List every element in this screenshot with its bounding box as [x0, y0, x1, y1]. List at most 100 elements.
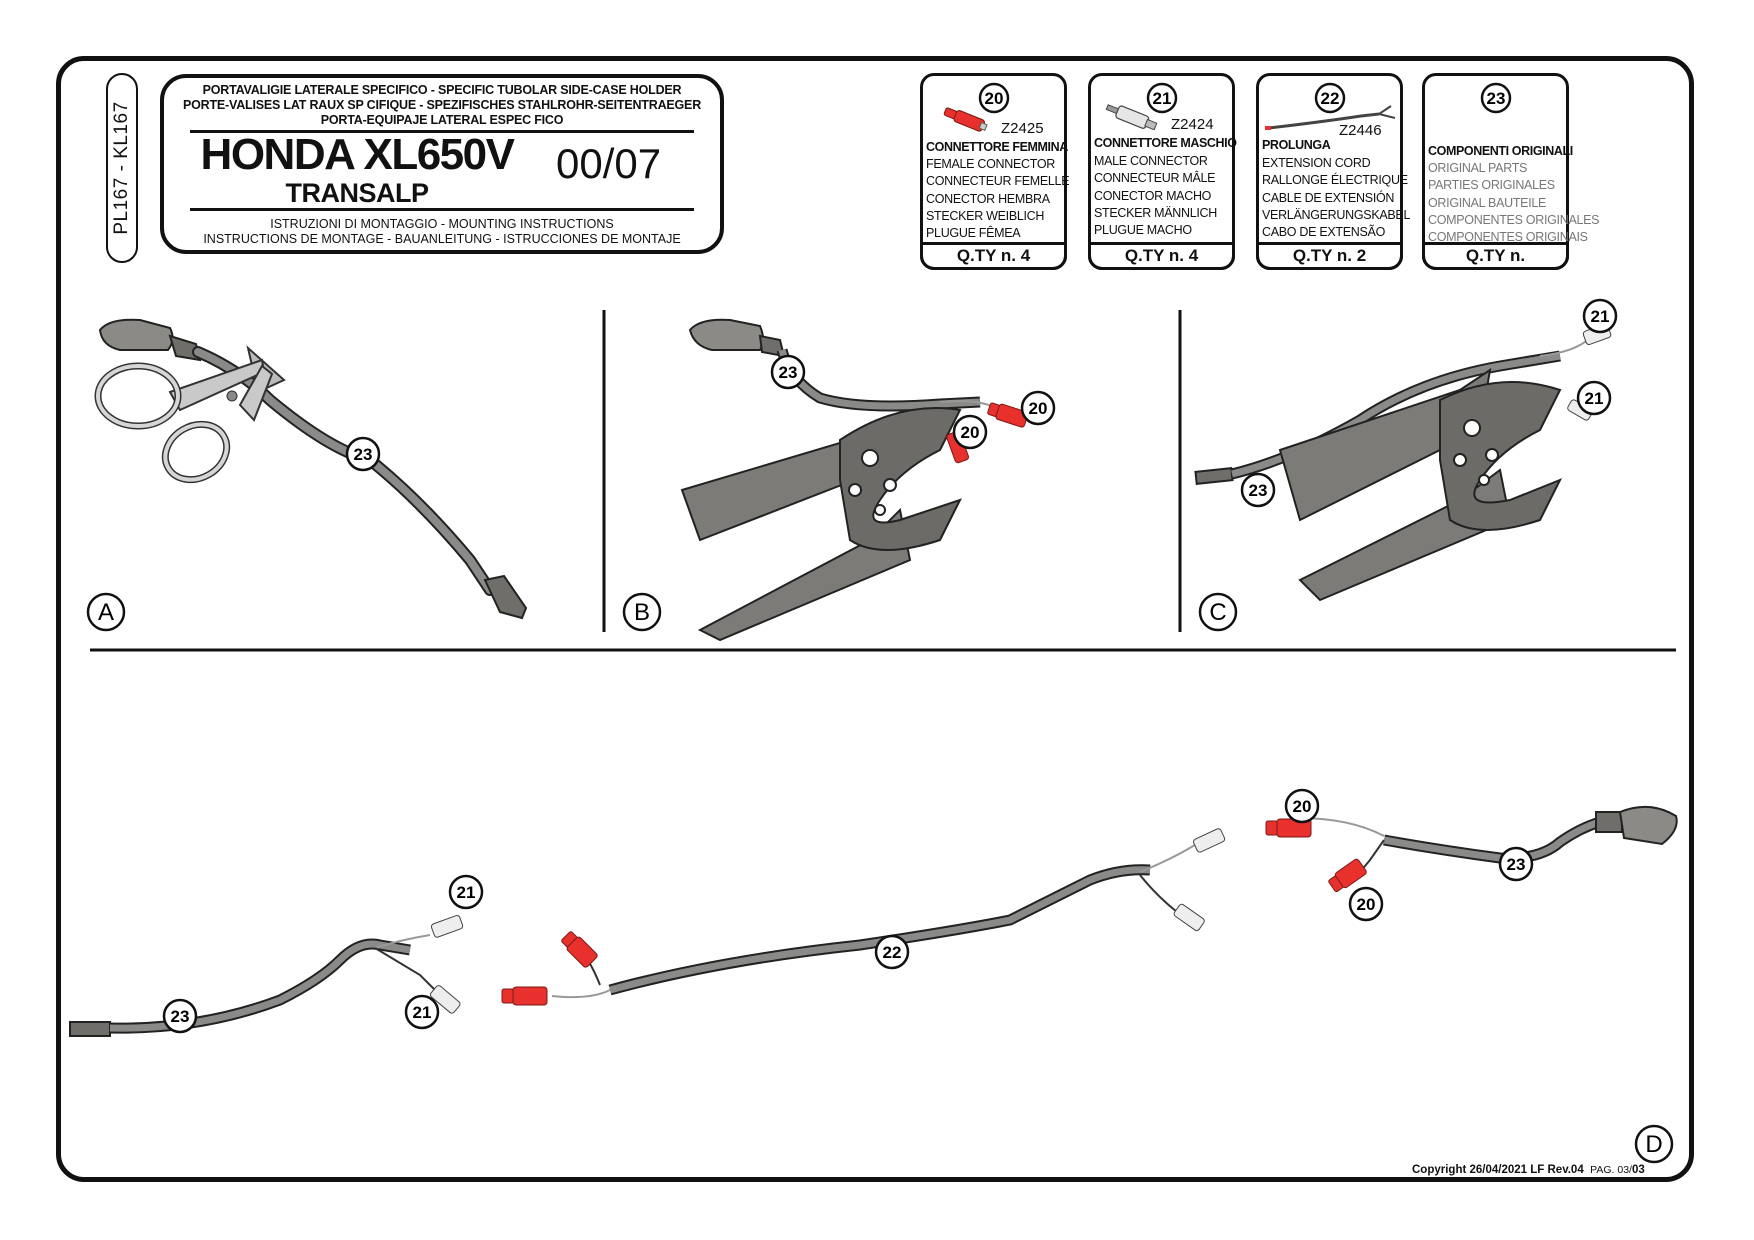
part-translation: CONECTOR MACHO	[1094, 188, 1212, 203]
male-connector-icon	[1105, 104, 1158, 131]
step-a-illustration: 23 A	[86, 318, 528, 632]
model-submodel: TRANSALP	[285, 178, 430, 208]
svg-text:A: A	[98, 599, 114, 626]
svg-text:22: 22	[1320, 89, 1339, 108]
svg-text:21: 21	[413, 1003, 432, 1022]
part-code: Z2424	[1171, 116, 1214, 133]
title-rule-top	[190, 130, 694, 133]
part-translations: FEMALE CONNECTOR CONNECTEUR FEMELLE CONE…	[926, 156, 1070, 242]
part-translations: MALE CONNECTOR CONNECTEUR MÂLE CONECTOR …	[1094, 153, 1217, 239]
callout-21: 21	[404, 994, 440, 1030]
part-quantity: Q.TY n.	[1422, 242, 1569, 270]
callout-21: 21	[1576, 380, 1612, 416]
indicator-light-icon	[1618, 805, 1678, 846]
svg-text:21: 21	[457, 883, 476, 902]
female-connector-icon	[943, 107, 988, 132]
part-card-21: 21 Z2424 CONNETTORE MASCHIO MALE CONNECT…	[1088, 73, 1237, 270]
part-translation: FEMALE CONNECTOR	[926, 157, 1056, 171]
part-code: Z2425	[1001, 120, 1044, 137]
svg-text:20: 20	[1357, 895, 1376, 914]
crimping-pliers-icon	[1278, 367, 1563, 602]
original-cable	[194, 348, 494, 594]
part-name: CONNETTORE MASCHIO	[1094, 136, 1237, 150]
part-translation: VERLÄNGERUNGSKABEL	[1262, 207, 1411, 222]
scissors-icon	[94, 345, 286, 484]
svg-text:20: 20	[961, 423, 980, 442]
part-translation: CONNECTEUR FEMELLE	[926, 174, 1070, 189]
callout-23: 23	[345, 436, 381, 472]
step-c-illustration: 21 21 23 C	[1194, 298, 1618, 632]
part-translation: COMPONENTES ORIGINAIS	[1428, 230, 1588, 245]
callout-21: 21	[1582, 298, 1618, 334]
svg-text:B: B	[634, 599, 650, 626]
part-translation: RALLONGE ÉLECTRIQUE	[1262, 173, 1408, 188]
step-d-illustration: 21 21 23 22 20 20 23 D	[69, 788, 1678, 1164]
title-header-line-1: PORTAVALIGIE LATERALE SPECIFICO - SPECIF…	[202, 83, 682, 97]
page-total: 03	[1631, 1164, 1645, 1176]
callout-20: 20	[1348, 886, 1384, 922]
indicator-light-icon	[98, 318, 174, 351]
part-translation: ORIGINAL BAUTEILE	[1428, 195, 1547, 210]
part-number-badge: 21	[1146, 82, 1177, 114]
page-prefix: PAG. 03/	[1590, 1164, 1632, 1176]
part-translation: CABLE DE EXTENSIÓN	[1262, 190, 1395, 205]
part-translations: ORIGINAL PARTS PARTIES ORIGINALES ORIGIN…	[1428, 160, 1600, 246]
male-connector-icon	[430, 914, 464, 938]
instructions-line-1: ISTRUZIONI DI MONTAGGIO - MOUNTING INSTR…	[270, 217, 614, 231]
original-cable	[1231, 352, 1561, 478]
model-name: HONDA XL650V	[200, 130, 515, 179]
part-translation: CONECTOR HEMBRA	[926, 191, 1050, 206]
callout-20: 20	[952, 414, 988, 450]
svg-text:21: 21	[1152, 89, 1171, 108]
part-number-badge: 23	[1480, 82, 1511, 114]
title-block: PORTAVALIGIE LATERALE SPECIFICO - SPECIF…	[160, 74, 724, 254]
part-translation: PLUGUE MACHO	[1094, 223, 1192, 238]
svg-text:20: 20	[984, 89, 1003, 108]
part-name: CONNETTORE FEMMINA	[926, 140, 1068, 154]
crimping-pliers-icon	[680, 407, 962, 642]
title-header-line-3: PORTA-EQUIPAJE LATERAL ESPEC FICO	[320, 113, 564, 127]
svg-text:C: C	[1209, 599, 1226, 626]
svg-text:22: 22	[883, 943, 902, 962]
female-connector-icon	[501, 986, 548, 1006]
copyright-footer: Copyright 26/04/2021 LF Rev.04 PAG. 03/0…	[1412, 1164, 1645, 1176]
part-translations: EXTENSION CORD RALLONGE ÉLECTRIQUE CABLE…	[1262, 155, 1410, 241]
callout-23: 23	[770, 354, 806, 390]
svg-text:20: 20	[1029, 399, 1048, 418]
svg-text:21: 21	[1585, 389, 1604, 408]
male-connector-icon	[429, 985, 461, 1014]
male-connector-icon	[1173, 903, 1205, 932]
svg-text:23: 23	[779, 363, 798, 382]
svg-text:23: 23	[1486, 89, 1505, 108]
callout-20: 20	[1284, 788, 1320, 824]
part-code: Z2446	[1339, 122, 1382, 139]
part-translation: STECKER WEIBLICH	[926, 208, 1045, 223]
female-connector-icon	[1328, 858, 1367, 893]
callout-20: 20	[1020, 390, 1056, 426]
callout-23: 23	[1240, 472, 1276, 508]
part-translation: PLUGUE FÊMEA	[926, 226, 1021, 241]
extension-cord-icon	[1265, 105, 1396, 130]
part-number-badge: 22	[1314, 82, 1345, 114]
indicator-light-icon	[688, 318, 764, 351]
callout-22: 22	[874, 934, 910, 970]
svg-text:23: 23	[1507, 855, 1526, 874]
part-translation: PARTIES ORIGINALES	[1428, 178, 1555, 193]
svg-text:23: 23	[1249, 481, 1268, 500]
svg-text:23: 23	[171, 1007, 190, 1026]
part-card-20: 20 Z2425 CONNETTORE FEMMINA FEMALE CONNE…	[920, 73, 1070, 270]
svg-text:23: 23	[354, 445, 373, 464]
part-card-23: 23 COMPONENTI ORIGINALI ORIGINAL PARTS P…	[1422, 73, 1600, 270]
page-frame	[56, 56, 1694, 1182]
extension-cord	[609, 866, 1151, 994]
step-b-illustration: 23 20 20 B	[622, 318, 1056, 642]
model-years: 00/07	[556, 140, 662, 187]
callout-23: 23	[1498, 846, 1534, 882]
original-cable-left	[109, 940, 411, 1032]
female-connector-icon	[561, 931, 598, 968]
part-card-22: 22 Z2446 PROLUNGA EXTENSION CORD RALLONG…	[1256, 73, 1410, 270]
part-translation: CONNECTEUR MÂLE	[1094, 171, 1216, 186]
part-translation: COMPONENTES ORIGINALES	[1428, 212, 1600, 227]
step-label-d: D	[1634, 1124, 1674, 1164]
